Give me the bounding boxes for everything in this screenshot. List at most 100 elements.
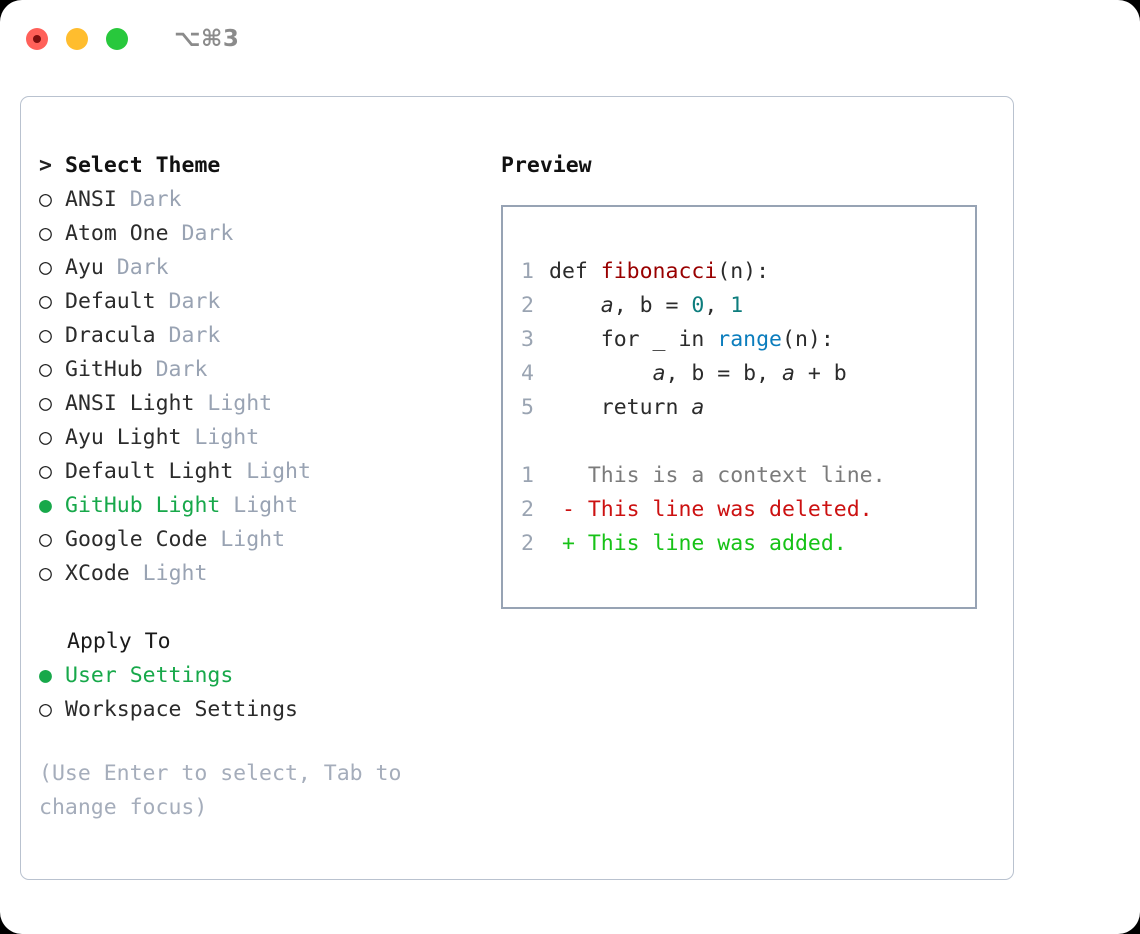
- list-spacer: [39, 591, 479, 625]
- line-number: 3: [521, 327, 534, 352]
- code-token: 0: [691, 293, 705, 318]
- theme-option[interactable]: ○Ayu Dark: [39, 251, 479, 285]
- diff-line: 2 + This line was added.: [521, 527, 975, 561]
- close-button[interactable]: [26, 28, 48, 50]
- line-number: 1: [521, 463, 534, 488]
- theme-option[interactable]: ○ Default Light Light: [39, 455, 479, 489]
- code-token: [549, 293, 601, 318]
- theme-variant-tag: Dark: [103, 255, 169, 280]
- apply-to-option[interactable]: ○Workspace Settings: [39, 693, 479, 727]
- theme-option[interactable]: ○Atom One Dark: [39, 217, 479, 251]
- theme-option[interactable]: ○ Ayu Light Light: [39, 421, 479, 455]
- code-token: range: [717, 327, 783, 352]
- theme-variant-tag: Dark: [155, 323, 221, 348]
- theme-name: GitHub Light: [65, 493, 221, 518]
- theme-option[interactable]: ● GitHub Light Light: [39, 489, 479, 523]
- apply-to-option[interactable]: ●User Settings: [39, 659, 479, 693]
- theme-option[interactable]: ○XCode Light: [39, 557, 479, 591]
- theme-name: Ayu Light: [65, 425, 182, 450]
- radio-selected-icon: ●: [39, 493, 52, 518]
- code-token: a: [782, 361, 795, 386]
- code-token: ,: [704, 293, 731, 318]
- theme-variant-tag: Light: [129, 561, 208, 586]
- theme-option[interactable]: ○Dracula Dark: [39, 319, 479, 353]
- theme-name: Ayu: [65, 255, 104, 280]
- preview-title: Preview: [501, 153, 592, 178]
- code-line: 5 return a: [521, 391, 975, 425]
- theme-variant-tag: Light: [194, 391, 273, 416]
- content-card: > Select Theme ○ANSI Dark○Atom One Dark○…: [20, 96, 1014, 880]
- code-token: [549, 361, 653, 386]
- code-token: , b = b,: [665, 361, 783, 386]
- radio-unselected-icon: ○: [39, 391, 52, 416]
- diff-line: 2 - This line was deleted.: [521, 493, 975, 527]
- code-token: a: [600, 293, 614, 318]
- minimize-button[interactable]: [66, 28, 88, 50]
- theme-name: Atom One: [65, 221, 169, 246]
- line-number: 1: [521, 259, 534, 284]
- prompt-caret-icon: >: [39, 153, 65, 178]
- line-number: 2: [521, 293, 534, 318]
- theme-name: ANSI Light: [65, 391, 195, 416]
- code-line: 2 a, b = 0, 1: [521, 289, 975, 323]
- radio-unselected-icon: ○: [39, 459, 52, 484]
- diff-text: + This line was added.: [549, 531, 847, 556]
- theme-option[interactable]: ○ Google Code Light: [39, 523, 479, 557]
- code-token: for _ in: [549, 327, 718, 352]
- theme-name: GitHub: [65, 357, 143, 382]
- theme-variant-tag: Light: [181, 425, 260, 450]
- theme-variant-tag: Light: [207, 527, 286, 552]
- apply-to-header: Apply To: [67, 629, 171, 654]
- code-diff-gap: [521, 425, 975, 459]
- diff-text: - This line was deleted.: [549, 497, 873, 522]
- theme-variant-tag: Dark: [142, 357, 208, 382]
- window-controls: [26, 28, 128, 50]
- theme-selector-pane: > Select Theme ○ANSI Dark○Atom One Dark○…: [39, 149, 479, 825]
- theme-name: Default Light: [65, 459, 234, 484]
- theme-option[interactable]: ○ ANSI Light Light: [39, 387, 479, 421]
- apply-to-label: Workspace Settings: [65, 697, 298, 722]
- radio-unselected-icon: ○: [39, 425, 52, 450]
- theme-name: Default: [65, 289, 156, 314]
- line-number: 5: [521, 395, 534, 420]
- title-bar: ⌥⌘3: [0, 0, 1140, 78]
- theme-name: Google Code: [65, 527, 208, 552]
- radio-unselected-icon: ○: [39, 289, 52, 314]
- theme-name: XCode: [65, 561, 130, 586]
- code-token: + b: [794, 361, 847, 386]
- theme-variant-tag: Light: [220, 493, 299, 518]
- line-number: 2: [521, 497, 534, 522]
- code-token: 1: [730, 293, 744, 318]
- theme-variant-tag: Dark: [155, 289, 221, 314]
- hint-spacer: [39, 727, 479, 757]
- radio-unselected-icon: ○: [39, 187, 52, 212]
- code-token: return: [549, 395, 692, 420]
- radio-unselected-icon: ○: [39, 357, 52, 382]
- line-number: 2: [521, 531, 534, 556]
- diff-text: This is a context line.: [549, 463, 886, 488]
- line-number: 4: [521, 361, 534, 386]
- theme-option[interactable]: ○ Default Dark: [39, 285, 479, 319]
- code-token: (n):: [782, 327, 834, 352]
- code-token: (n):: [717, 259, 770, 284]
- radio-unselected-icon: ○: [39, 221, 52, 246]
- radio-unselected-icon: ○: [39, 527, 52, 552]
- code-line: 1 def fibonacci(n):: [521, 255, 975, 289]
- radio-unselected-icon: ○: [39, 323, 52, 348]
- code-token: a: [652, 361, 666, 386]
- code-line: 4 a, b = b, a + b: [521, 357, 975, 391]
- apply-to-list: ●User Settings○Workspace Settings: [39, 659, 479, 727]
- code-token: fibonacci: [600, 259, 718, 284]
- theme-variant-tag: Light: [233, 459, 311, 484]
- diff-line: 1 This is a context line.: [521, 459, 975, 493]
- theme-option[interactable]: ○ GitHub Dark: [39, 353, 479, 387]
- theme-name: ANSI: [65, 187, 117, 212]
- code-token: , b =: [613, 293, 692, 318]
- theme-list: ○ANSI Dark○Atom One Dark○Ayu Dark○Defaul…: [39, 183, 479, 591]
- theme-option[interactable]: ○ANSI Dark: [39, 183, 479, 217]
- maximize-button[interactable]: [106, 28, 128, 50]
- code-token: def: [549, 259, 601, 284]
